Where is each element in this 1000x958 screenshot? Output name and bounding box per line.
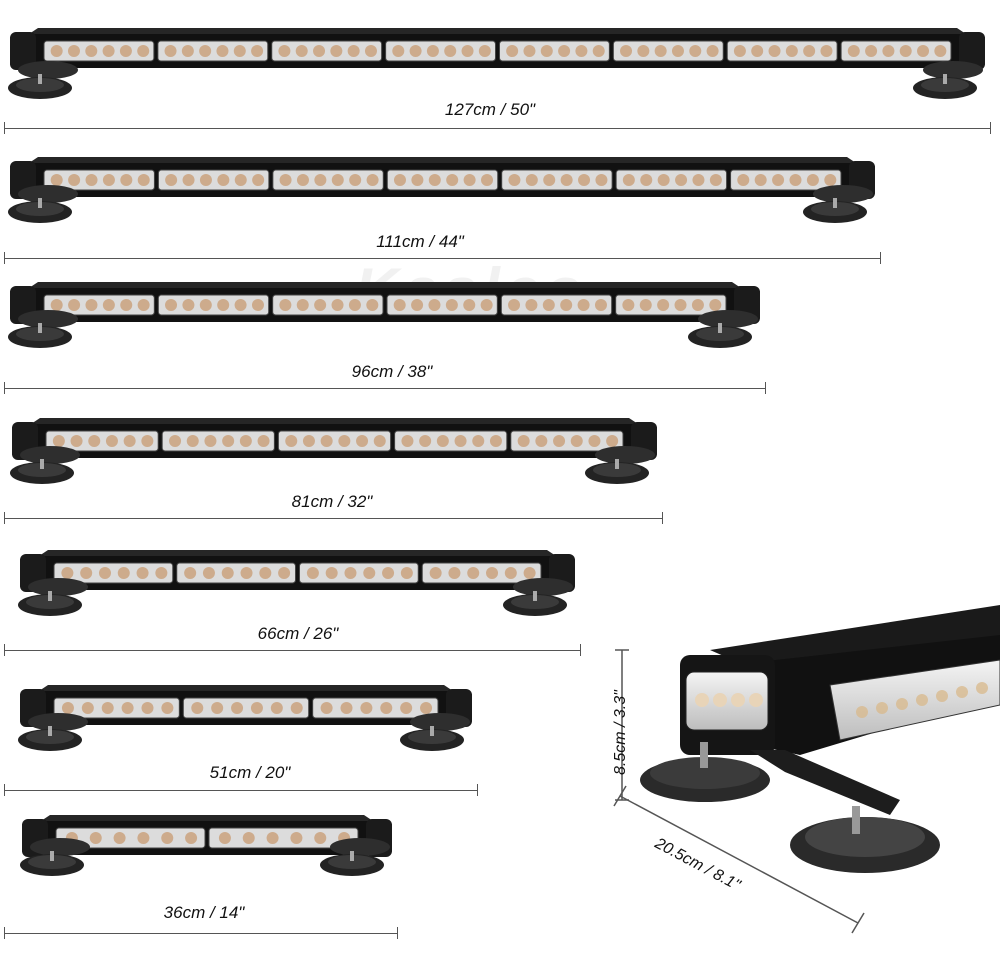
led-module	[157, 40, 269, 62]
dimension-label-111cm: 111cm / 44"	[376, 232, 464, 251]
magnet-foot	[320, 838, 390, 876]
led-module	[312, 697, 439, 719]
led-module	[161, 430, 275, 452]
magnet-foot	[20, 838, 90, 876]
dimension-label-96cm: 96cm / 38"	[351, 362, 433, 381]
led-module	[386, 169, 499, 191]
led-module	[730, 169, 842, 191]
dimension-label-81cm: 81cm / 32"	[291, 492, 373, 511]
led-module	[182, 697, 310, 719]
detail-height-label: 8.5cm / 3.3"	[612, 690, 629, 775]
led-module	[499, 40, 610, 62]
led-module	[277, 430, 392, 452]
magnet-foot	[18, 713, 88, 751]
magnet-foot	[688, 310, 758, 348]
dimension-label-127cm: 127cm / 50"	[444, 100, 536, 119]
magnet-foot	[8, 61, 78, 99]
magnet-foot	[8, 310, 78, 348]
magnet-foot	[803, 185, 873, 223]
magnet-foot	[10, 446, 80, 484]
led-module	[615, 294, 727, 316]
led-module	[386, 294, 498, 316]
led-module	[840, 40, 952, 62]
led-module	[501, 169, 613, 191]
dimension-label-66cm: 66cm / 26"	[257, 624, 339, 643]
led-module	[45, 430, 159, 452]
led-module	[271, 40, 383, 62]
led-module	[500, 294, 613, 316]
led-module	[510, 430, 624, 452]
dimension-line	[4, 252, 881, 264]
led-module	[615, 169, 728, 191]
magnet-foot	[18, 578, 88, 616]
led-module	[53, 697, 180, 719]
led-module	[43, 294, 155, 316]
led-module	[385, 40, 496, 62]
led-module	[43, 169, 155, 191]
led-module	[157, 294, 270, 316]
led-module	[272, 294, 384, 316]
led-module	[43, 40, 155, 62]
dimension-line	[4, 927, 398, 939]
magnet-foot	[913, 61, 983, 99]
led-module	[394, 430, 508, 452]
dimension-line	[4, 644, 581, 656]
led-module	[176, 562, 296, 584]
dimension-line	[4, 784, 478, 796]
detail-closeup	[600, 600, 1000, 953]
led-module	[612, 40, 724, 62]
detail-closeup-illustration	[613, 605, 1000, 934]
magnet-foot	[8, 185, 78, 223]
led-module	[157, 169, 270, 191]
led-module	[299, 562, 419, 584]
led-module	[53, 562, 174, 584]
dimension-line	[4, 512, 663, 524]
dimension-label-51cm: 51cm / 20"	[209, 763, 291, 782]
led-module	[272, 169, 384, 191]
magnet-foot	[585, 446, 655, 484]
dimension-line	[4, 122, 991, 134]
dimension-line	[4, 382, 766, 394]
led-module	[421, 562, 542, 584]
dimension-label-36cm: 36cm / 14"	[163, 903, 245, 922]
magnet-foot	[503, 578, 573, 616]
magnet-foot	[400, 713, 470, 751]
led-module	[726, 40, 838, 62]
